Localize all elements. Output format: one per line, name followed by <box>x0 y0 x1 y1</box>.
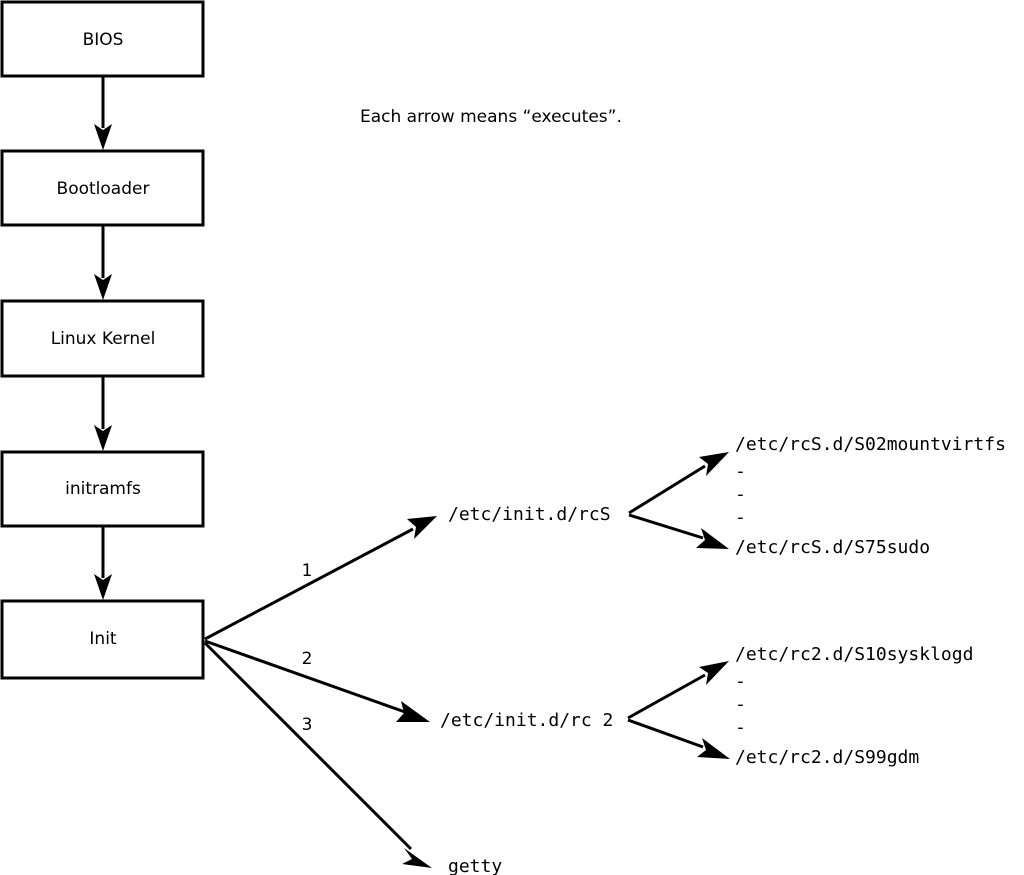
arrow-rcs-to-first-script <box>628 452 729 515</box>
arrow-rc2-to-first-script <box>627 661 729 720</box>
stage-box-init-label: Init <box>89 629 117 649</box>
rcs-script-last: /etc/rcS.d/S75sudo <box>735 537 930 558</box>
caption-text: Each arrow means “executes”. <box>360 107 622 127</box>
arrow-bootloader-to-kernel <box>94 225 112 300</box>
branch-number-2: 2 <box>302 649 313 669</box>
stage-box-bootloader[interactable]: Bootloader <box>0 149 205 227</box>
rc2-ellipsis-dash-3: - <box>735 717 746 738</box>
rcs-ellipsis-dash-2: - <box>735 484 746 505</box>
branch-number-3: 3 <box>302 715 313 735</box>
stage-box-initramfs[interactable]: initramfs <box>0 450 205 528</box>
rc2-script-last: /etc/rc2.d/S99gdm <box>735 747 919 768</box>
arrow-bios-to-bootloader <box>94 76 112 150</box>
rcs-ellipsis-dash-3: - <box>735 507 746 528</box>
branch-number-1: 1 <box>302 561 313 581</box>
arrow-init-to-getty <box>203 641 432 868</box>
rc2-script-first: /etc/rc2.d/S10sysklogd <box>735 644 973 665</box>
arrow-kernel-to-initramfs <box>94 376 112 451</box>
arrow-init-to-rcs <box>204 516 437 641</box>
stage-box-bios-label: BIOS <box>83 30 124 50</box>
rc2-ellipsis-dash-2: - <box>735 694 746 715</box>
init-branch-label-rc2: /etc/init.d/rc 2 <box>440 710 613 731</box>
stage-box-bios[interactable]: BIOS <box>0 0 205 78</box>
arrow-rcs-to-last-script <box>628 513 729 549</box>
stage-box-initramfs-label: initramfs <box>65 479 141 499</box>
rc2-ellipsis-dash-1: - <box>735 671 746 692</box>
arrow-rc2-to-last-script <box>627 718 730 759</box>
stage-box-init[interactable]: Init <box>0 599 205 680</box>
stage-box-linux-kernel-label: Linux Kernel <box>51 329 156 349</box>
rcs-ellipsis-dash-1: - <box>735 461 746 482</box>
init-branch-label-rcs: /etc/init.d/rcS <box>448 504 611 525</box>
vertical-flow-arrows <box>94 76 112 600</box>
init-branch-label-getty: getty <box>448 856 502 875</box>
rcs-script-first: /etc/rcS.d/S02mountvirtfs <box>735 434 1006 455</box>
stage-box-linux-kernel[interactable]: Linux Kernel <box>0 299 205 378</box>
arrow-init-to-rc2 <box>204 639 430 722</box>
arrow-initramfs-to-init <box>94 526 112 600</box>
stage-box-bootloader-label: Bootloader <box>57 179 150 199</box>
